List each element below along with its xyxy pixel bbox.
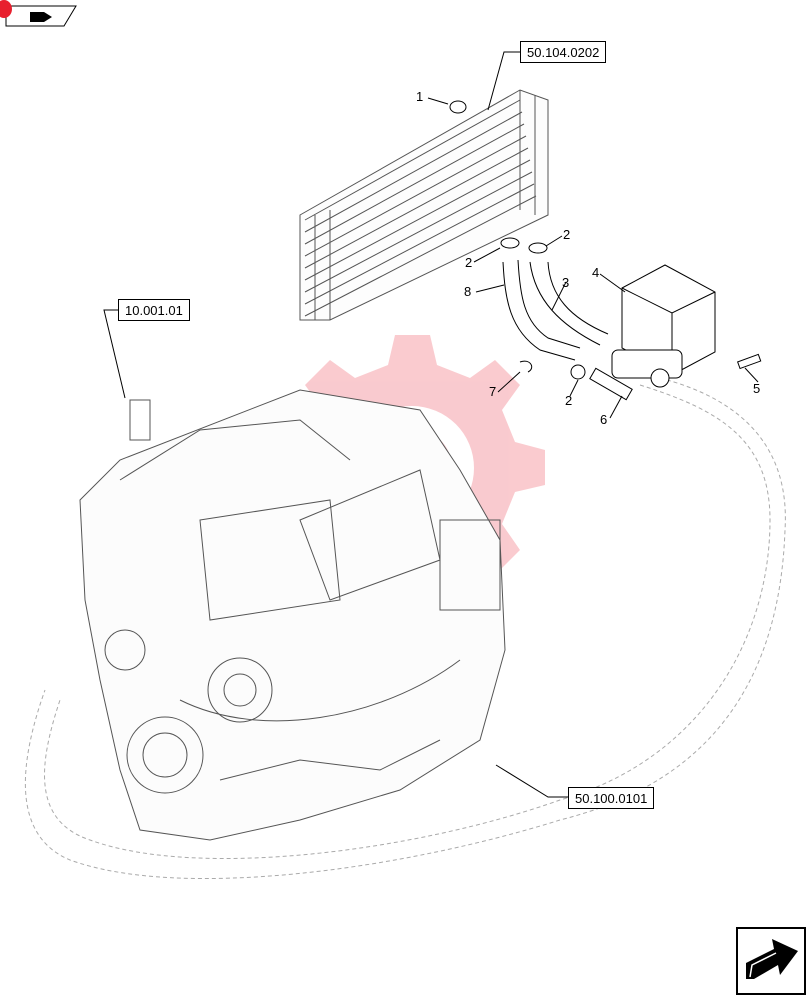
book-arrow-shape [5,5,77,27]
next-page-arrow-shape [736,927,806,995]
callout-8: 8 [464,284,472,299]
next-page-arrow-icon[interactable] [736,927,806,995]
hose-part-3 [529,261,609,346]
callout-3: 3 [562,275,570,290]
callout-2-right: 2 [563,227,571,242]
callout-6: 6 [600,412,608,427]
callout-2-left: 2 [465,255,473,270]
callout-7: 7 [489,384,497,399]
tube-part-6 [589,367,633,401]
ref-box-radiator[interactable]: 50.104.0202 [520,41,607,63]
bolt-part-5 [736,353,762,370]
engine-illustration [79,389,506,841]
callout-4: 4 [592,265,600,280]
clamp-part-2b [528,242,548,254]
valve-part-4 [611,264,716,388]
clamp-part-2a [500,237,520,249]
book-arrow-icon[interactable] [0,0,78,28]
red-marker-icon [0,0,12,18]
clamp-part-2c [570,364,586,380]
callout-2-bottom: 2 [565,393,573,408]
clip-part-7 [519,360,533,373]
callout-1: 1 [416,89,424,104]
leader-lines [103,51,759,798]
ref-box-engine[interactable]: 10.001.01 [118,299,190,321]
plug-part-1 [449,100,467,114]
ref-box-heater[interactable]: 50.100.0101 [568,787,655,809]
heater-core [299,89,549,321]
dashed-envelope [24,377,786,879]
callout-5: 5 [753,381,761,396]
hose-part-8 [502,259,581,361]
